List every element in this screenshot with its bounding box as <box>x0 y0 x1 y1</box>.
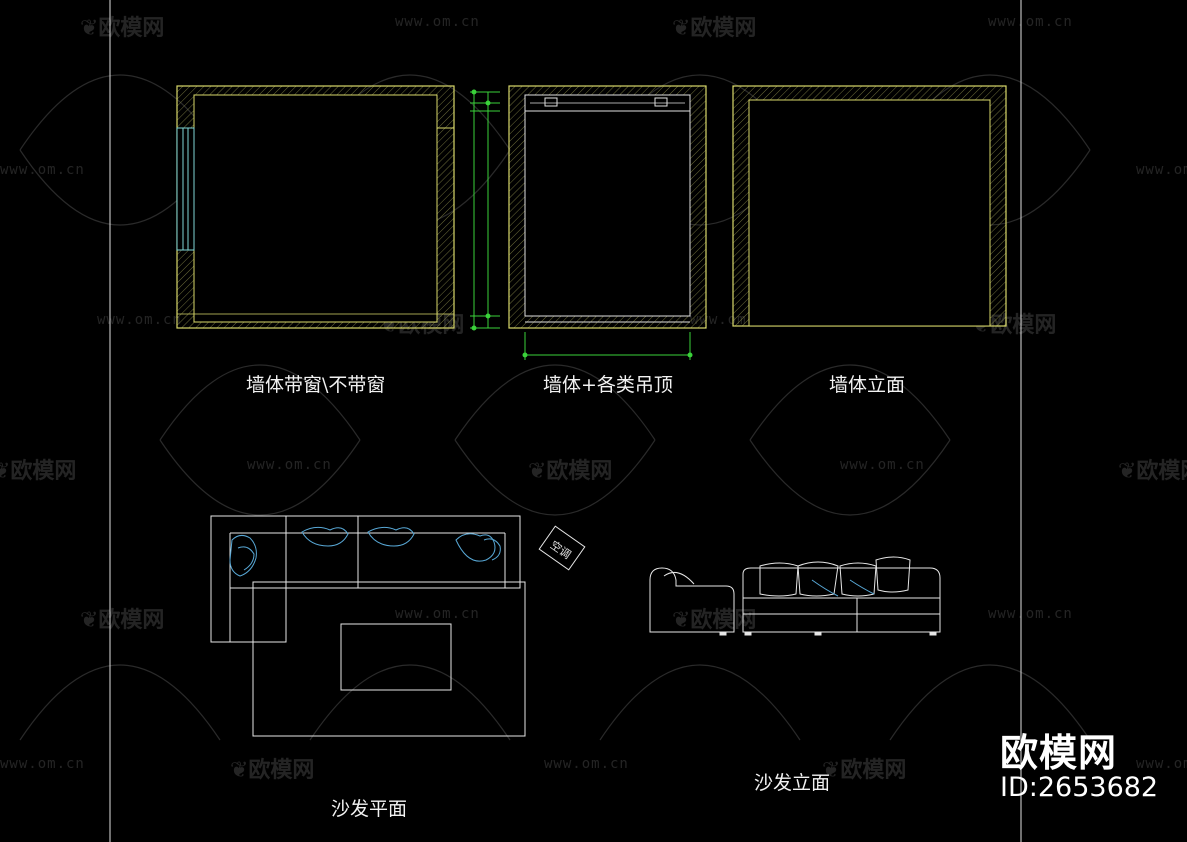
watermark-logo: ❦欧模网 <box>80 16 165 41</box>
watermark-url: www.om.cn <box>97 312 182 328</box>
caption-sofa-elevation: 沙发立面 <box>754 772 831 794</box>
brand-logo: 欧模网 <box>1000 731 1118 775</box>
watermark-logo: ❦欧模网 <box>528 459 613 484</box>
sofa-elevation-drawing <box>649 556 941 636</box>
watermark-url: www.om.cn <box>395 14 480 30</box>
wall-with-window-drawing <box>176 85 455 329</box>
watermark-logo: ❦欧模网 <box>822 758 907 783</box>
watermark-logo: ❦欧模网 <box>0 459 77 484</box>
watermark-url: www.om.cn <box>840 457 925 473</box>
wall-elevation-drawing <box>732 85 1007 327</box>
watermark-logo: ❦欧模网 <box>672 608 757 633</box>
watermark-logo: ❦欧模网 <box>80 608 165 633</box>
caption-wall-window: 墙体带窗\不带窗 <box>246 374 386 396</box>
wall-ceiling-drawing <box>470 85 707 360</box>
watermark-url: www.om.cn <box>1136 162 1187 178</box>
watermark-url: www.om.cn <box>1136 756 1187 772</box>
watermark-logo: ❦欧模网 <box>230 758 315 783</box>
watermark-url: www.om.cn <box>247 457 332 473</box>
watermark-url: www.om.cn <box>544 756 629 772</box>
caption-wall-elevation: 墙体立面 <box>829 374 906 396</box>
caption-sofa-plan: 沙发平面 <box>331 798 408 820</box>
watermark-url: www.om.cn <box>988 606 1073 622</box>
watermark-logo: ❦欧模网 <box>672 16 757 41</box>
watermark-url: www.om.cn <box>395 606 480 622</box>
watermark-url: www.om.cn <box>988 14 1073 30</box>
watermark-logo: ❦欧模网 <box>1118 459 1187 484</box>
watermark-url: www.om.cn <box>0 162 85 178</box>
window-element <box>176 127 195 251</box>
brand-id-label: ID:2653682 <box>1000 772 1159 803</box>
caption-wall-ceiling: 墙体+各类吊顶 <box>543 374 673 396</box>
watermark-url: www.om.cn <box>0 756 85 772</box>
ac-tag <box>538 525 586 571</box>
sofa-plan-drawing <box>210 515 586 737</box>
